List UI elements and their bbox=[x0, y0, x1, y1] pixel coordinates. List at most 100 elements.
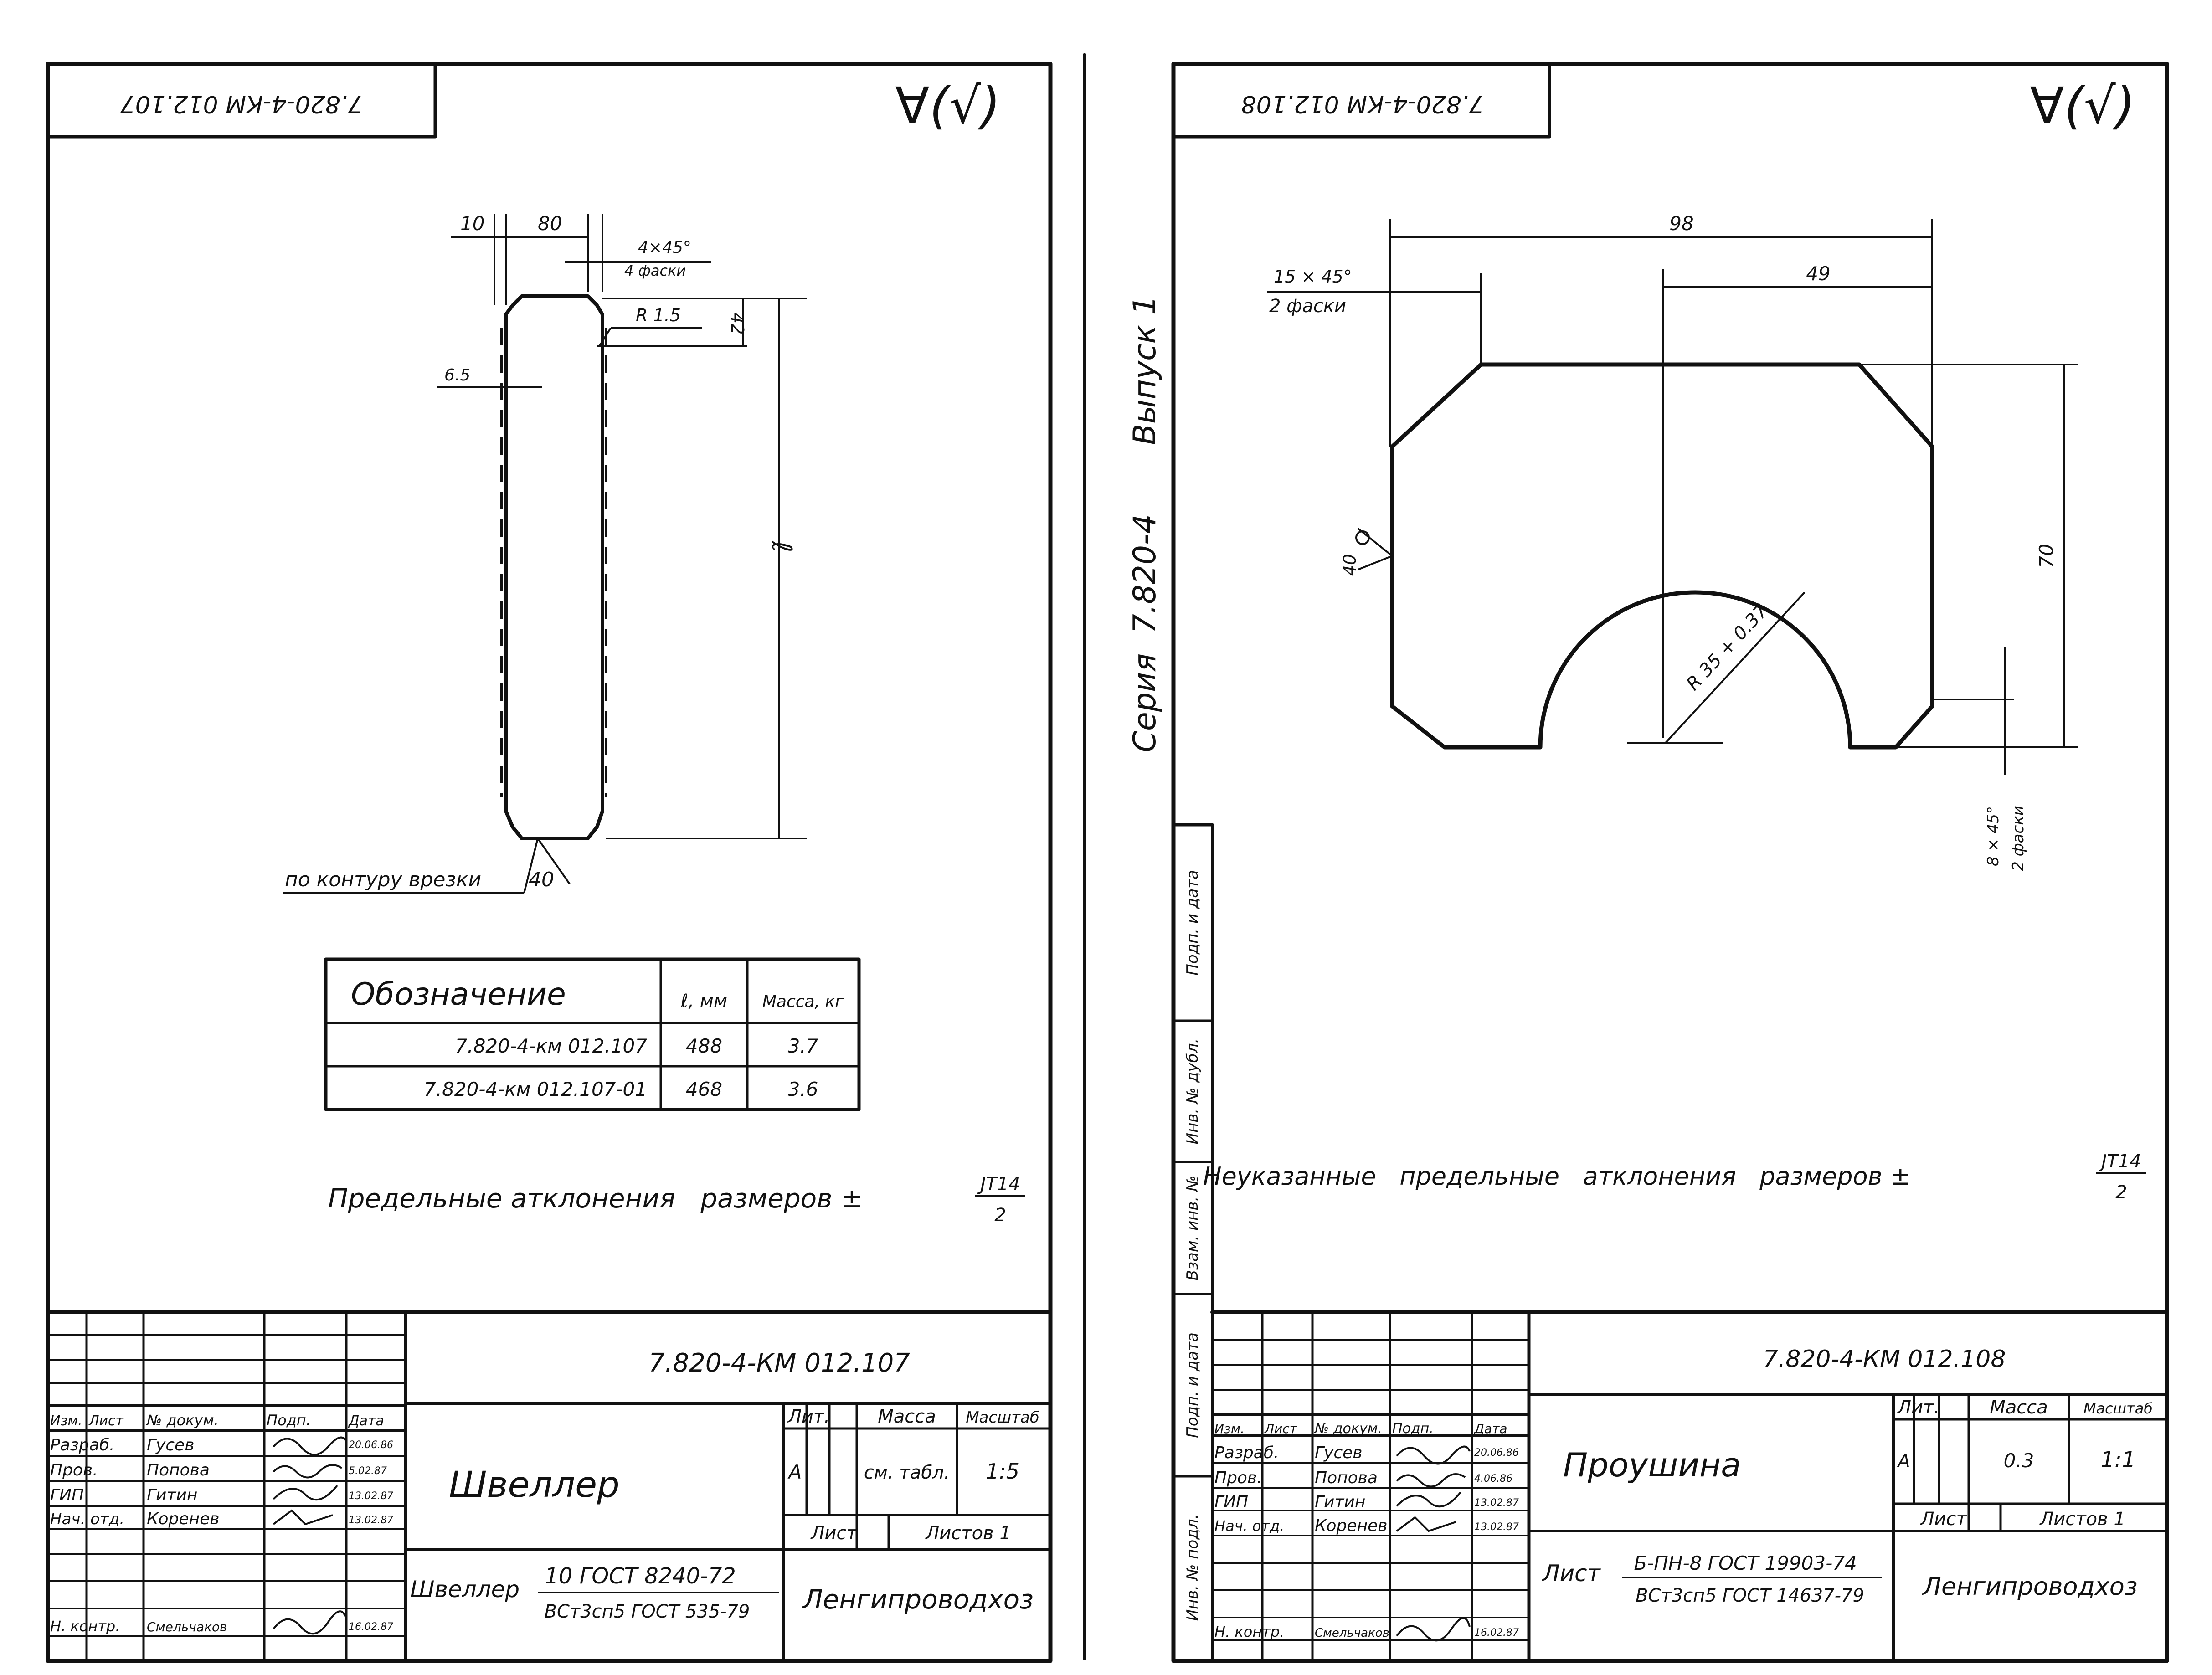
side-label-1: Подп. и дата bbox=[1183, 1332, 1202, 1438]
right-date-4: 16.02.87 bbox=[1474, 1627, 1519, 1639]
dim-49: 49 bbox=[1806, 262, 1830, 285]
right-name-2: Гитин bbox=[1315, 1493, 1365, 1511]
right-name-1: Попова bbox=[1315, 1469, 1378, 1487]
right-binding-strip bbox=[1172, 823, 1214, 1663]
right-stamp-code: 7.820-4-КМ 012.108 bbox=[1241, 90, 1484, 118]
right-org: Ленгипроводхоз bbox=[1922, 1572, 2137, 1601]
left-sheet-label: Лист bbox=[810, 1523, 858, 1544]
left-material-bottom: ВСт3сп5 ГОСТ 535-79 bbox=[545, 1601, 750, 1622]
right-col-sign: Подп. bbox=[1392, 1421, 1434, 1437]
left-name-3: Коренев bbox=[147, 1510, 220, 1528]
right-scale-label: Масштаб bbox=[2083, 1400, 2153, 1417]
spec-row1-length: 488 bbox=[686, 1035, 722, 1057]
length-symbol: ℓ bbox=[766, 541, 797, 553]
chamfer-bottom-note: 2 фаски bbox=[2009, 806, 2027, 871]
left-role-1: Пров. bbox=[50, 1461, 98, 1480]
right-col-list: Лист bbox=[1264, 1421, 1297, 1436]
left-date-4: 16.02.87 bbox=[349, 1621, 393, 1633]
left-name-0: Гусев bbox=[147, 1436, 195, 1454]
left-material-prefix: Швеллер bbox=[410, 1576, 520, 1603]
weld-value-right: 40 bbox=[1340, 554, 1360, 576]
right-date-0: 20.06.86 bbox=[1474, 1447, 1519, 1459]
dim-radius: R 1.5 bbox=[636, 305, 681, 325]
left-col-sign: Подп. bbox=[267, 1412, 311, 1429]
chamfer-top-note: 2 фаски bbox=[1269, 296, 1346, 317]
left-role-2: ГИП bbox=[50, 1486, 84, 1505]
right-role-0: Разраб. bbox=[1214, 1444, 1279, 1462]
dim-98: 98 bbox=[1669, 212, 1693, 235]
right-name-3: Коренев bbox=[1315, 1516, 1388, 1535]
left-role-4: Н. контр. bbox=[50, 1618, 120, 1635]
chamfer-top-value: 15 × 45° bbox=[1274, 267, 1352, 287]
spec-row2-designation: 7.820-4-км 012.107-01 bbox=[424, 1078, 647, 1100]
left-date-1: 5.02.87 bbox=[349, 1465, 387, 1477]
left-col-date: Дата bbox=[348, 1413, 384, 1429]
right-lit-label: Лит. bbox=[1897, 1397, 1939, 1418]
left-col-list: Лист bbox=[88, 1413, 124, 1429]
left-sheet: 7.820-4-КМ 012.107 ∀(√) bbox=[46, 62, 1053, 1663]
chamfer-note: 4 фаски bbox=[624, 262, 686, 279]
dim-10: 10 bbox=[460, 212, 484, 235]
left-part-title: Швеллер bbox=[449, 1464, 620, 1505]
right-tolerance-note: Неуказанные предельные атклонения размер… bbox=[1203, 1162, 1911, 1191]
spec-row1-designation: 7.820-4-км 012.107 bbox=[455, 1035, 648, 1057]
right-role-4: Н. контр. bbox=[1214, 1623, 1284, 1640]
right-col-date: Дата bbox=[1473, 1421, 1507, 1436]
spec-row1-mass: 3.7 bbox=[788, 1035, 818, 1057]
right-material-top: Б-ПН-8 ГОСТ 19903-74 bbox=[1634, 1552, 1857, 1574]
dim-6-5: 6.5 bbox=[444, 366, 470, 385]
left-mass-value: см. табл. bbox=[864, 1462, 950, 1483]
right-part-title: Проушина bbox=[1563, 1446, 1741, 1484]
right-role-3: Нач. отд. bbox=[1214, 1517, 1284, 1535]
side-label-0: Инв. № подл. bbox=[1183, 1514, 1202, 1621]
left-role-0: Разраб. bbox=[50, 1436, 114, 1454]
spec-header-length: ℓ, мм bbox=[680, 991, 727, 1012]
right-role-1: Пров. bbox=[1214, 1469, 1262, 1487]
right-name-0: Гусев bbox=[1315, 1444, 1363, 1462]
dim-42: 42 bbox=[727, 313, 747, 334]
left-tol-num: JT14 bbox=[977, 1174, 1020, 1195]
right-mass-value: 0.3 bbox=[2004, 1449, 2034, 1472]
left-scale-label: Масштаб bbox=[966, 1408, 1039, 1427]
left-roughness-mark: ∀(√) bbox=[895, 77, 1000, 135]
left-name-1: Попова bbox=[147, 1461, 210, 1480]
left-material-top: 10 ГОСТ 8240-72 bbox=[545, 1563, 736, 1589]
dim-80: 80 bbox=[538, 212, 562, 235]
right-mass-label: Масса bbox=[1990, 1397, 2048, 1418]
left-col-doc: № докум. bbox=[146, 1412, 219, 1429]
left-date-2: 13.02.87 bbox=[349, 1490, 393, 1502]
right-sheets-label: Листов 1 bbox=[2039, 1509, 2125, 1530]
dim-70: 70 bbox=[2035, 544, 2058, 568]
side-label-2: Взам. инв. № bbox=[1183, 1176, 1202, 1281]
right-col-doc: № докум. bbox=[1314, 1421, 1382, 1437]
right-sheet: 7.820-4-КМ 012.108 ∀(√) Серия 7.820-4 Вы… bbox=[1127, 62, 2169, 1663]
left-name-4: Смельчаков bbox=[147, 1619, 227, 1634]
channel-part bbox=[283, 214, 807, 894]
spec-header-mass: Масса, кг bbox=[762, 992, 844, 1011]
right-role-2: ГИП bbox=[1214, 1493, 1248, 1511]
right-material-bottom: ВСт3сп5 ГОСТ 14637-79 bbox=[1636, 1585, 1864, 1606]
left-sheets-label: Листов 1 bbox=[925, 1523, 1011, 1544]
left-frame bbox=[46, 62, 1053, 1663]
right-title-block bbox=[1210, 1310, 2169, 1663]
right-tol-num: JT14 bbox=[2098, 1151, 2141, 1172]
eye-plate-part bbox=[1267, 219, 2078, 775]
left-mass-label: Масса bbox=[878, 1406, 936, 1427]
right-scale-value: 1:1 bbox=[2100, 1447, 2135, 1473]
spec-header-designation: Обозначение bbox=[351, 976, 566, 1012]
right-side-series: Серия 7.820-4 Выпуск 1 bbox=[1127, 296, 1163, 753]
left-col-izm: Изм. bbox=[50, 1413, 82, 1429]
right-sheet-label: Лист bbox=[1919, 1509, 1967, 1530]
side-label-4: Подп. и дата bbox=[1183, 870, 1202, 976]
contour-note: по контуру врезки bbox=[285, 868, 481, 891]
left-scale-value: 1:5 bbox=[986, 1459, 1019, 1484]
left-name-2: Гитин bbox=[147, 1486, 197, 1505]
left-role-3: Нач. отд. bbox=[50, 1510, 124, 1528]
right-doc-code: 7.820-4-КМ 012.108 bbox=[1763, 1346, 2006, 1373]
left-date-0: 20.06.86 bbox=[349, 1439, 393, 1451]
left-title-block bbox=[46, 1310, 1052, 1663]
right-date-1: 4.06.86 bbox=[1474, 1473, 1512, 1485]
spec-table bbox=[324, 957, 861, 1111]
right-lit-value: А bbox=[1896, 1451, 1910, 1472]
